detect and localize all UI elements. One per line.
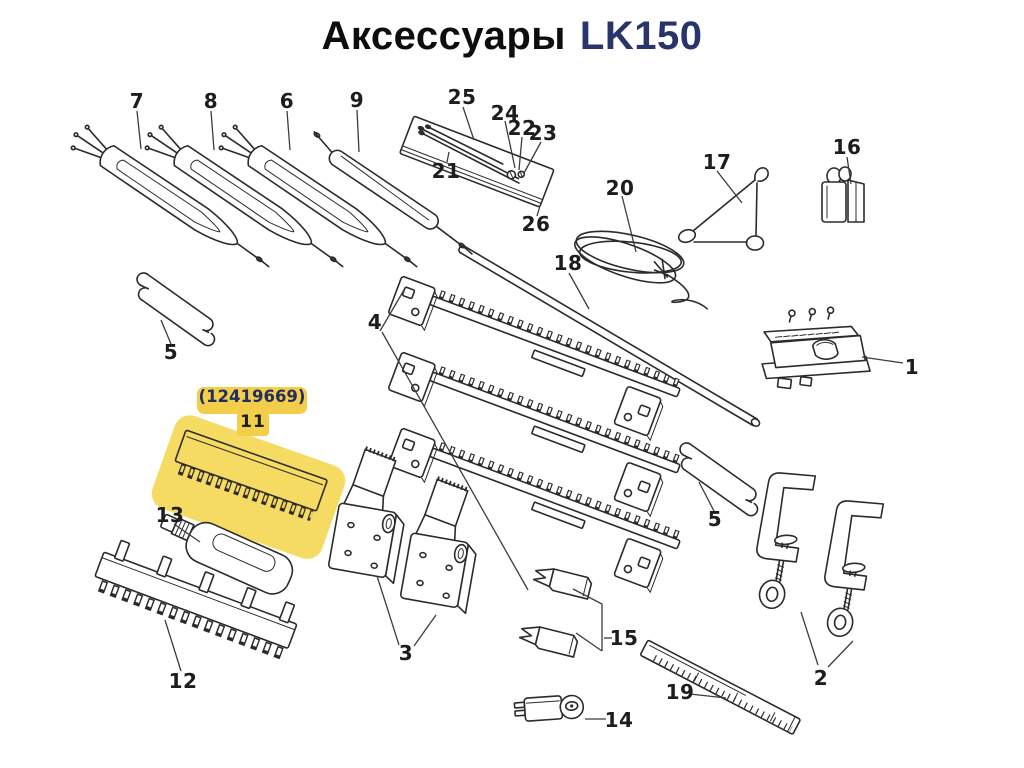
part-label-23: 23 [528, 121, 558, 145]
part-label-17: 17 [702, 150, 732, 174]
part-18-rod [458, 245, 761, 427]
part-label-6: 6 [279, 89, 295, 113]
part-1-carriage [761, 306, 871, 390]
part-label-2: 2 [813, 666, 829, 690]
order-number-badge: (12419669) [197, 387, 307, 414]
part-label-13: 13 [155, 503, 185, 527]
part-label-15: 15 [609, 626, 639, 650]
page-title: Аксессуары LK150 [0, 14, 1024, 59]
part-12-cast-on-comb [94, 539, 298, 660]
part-label-4: 4 [367, 310, 383, 334]
part-label-24: 24 [490, 101, 520, 125]
part-label-19: 19 [665, 680, 695, 704]
part-label-16: 16 [832, 135, 862, 159]
part-11-comb-highlighted [151, 415, 346, 559]
title-text: Аксессуары [321, 14, 566, 58]
part-label-14: 14 [604, 708, 634, 732]
part-5-wire-left [124, 269, 227, 349]
part-label-21: 21 [431, 159, 461, 183]
part-15-clip-bottom [517, 622, 580, 658]
leader-lines [136, 106, 904, 720]
part-label-5-right: 5 [707, 507, 723, 531]
part-2-clamp-left [746, 467, 817, 613]
part-20-cord [573, 230, 708, 310]
part-2-clamp-right [814, 495, 885, 641]
part-label-26: 26 [521, 212, 551, 236]
part-label-12: 12 [168, 669, 198, 693]
part-label-1: 1 [904, 355, 920, 379]
part-19-gauge-ruler [640, 639, 801, 735]
part-21-26-needle-plate [399, 115, 555, 208]
part-label-20: 20 [605, 176, 635, 200]
part-label-3: 3 [398, 641, 414, 665]
part-label-18: 18 [553, 251, 583, 275]
part-label-8: 8 [203, 89, 219, 113]
part-label-5-left: 5 [163, 340, 179, 364]
part-label-22: 22 [507, 116, 537, 140]
part-label-25: 25 [447, 85, 477, 109]
title-model: LK150 [579, 14, 703, 58]
part-label-9: 9 [349, 88, 365, 112]
part-14-latch-tool [513, 694, 585, 722]
part-label-7: 7 [129, 89, 145, 113]
part-label-11: 11 [237, 412, 269, 436]
part-16-holder [821, 166, 865, 223]
part-17-yarn-guide [677, 167, 769, 251]
